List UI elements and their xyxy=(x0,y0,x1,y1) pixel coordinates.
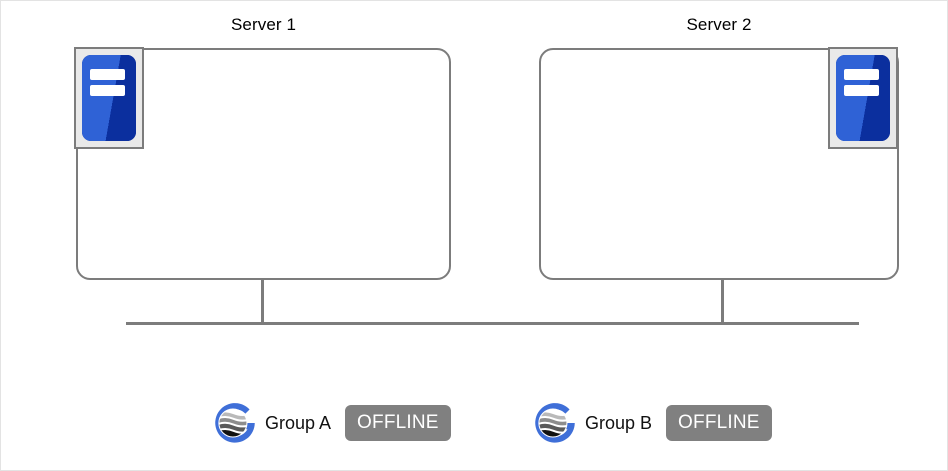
server-icon-bar-top xyxy=(89,68,126,80)
server-2-title: Server 2 xyxy=(686,15,752,34)
server-icon xyxy=(836,55,890,141)
server-icon-sheen xyxy=(836,55,890,141)
group-a-row[interactable]: Group A OFFLINE xyxy=(209,397,451,449)
server-icon-bar-top xyxy=(843,68,880,80)
server-icon-bar-bottom xyxy=(89,85,126,97)
group-globe-logo xyxy=(215,403,255,443)
server-icon-bar-bottom xyxy=(843,85,880,97)
server-icon xyxy=(82,55,136,141)
server-2-icon-frame[interactable] xyxy=(828,47,898,149)
group-b-label: Group B xyxy=(585,412,653,433)
group-a-status-badge: OFFLINE xyxy=(345,405,451,441)
group-globe-logo xyxy=(535,403,575,443)
group-a-label: Group A xyxy=(265,412,332,433)
server-1-bus-connector xyxy=(261,280,264,324)
server-1-icon-frame[interactable] xyxy=(74,47,144,149)
group-b-status-badge: OFFLINE xyxy=(666,405,772,441)
shared-bus-line xyxy=(126,322,859,325)
group-b-row[interactable]: Group B OFFLINE xyxy=(529,397,772,449)
server-2-bus-connector xyxy=(721,280,724,324)
server-1-title: Server 1 xyxy=(230,15,297,34)
server-icon-sheen xyxy=(82,55,136,141)
